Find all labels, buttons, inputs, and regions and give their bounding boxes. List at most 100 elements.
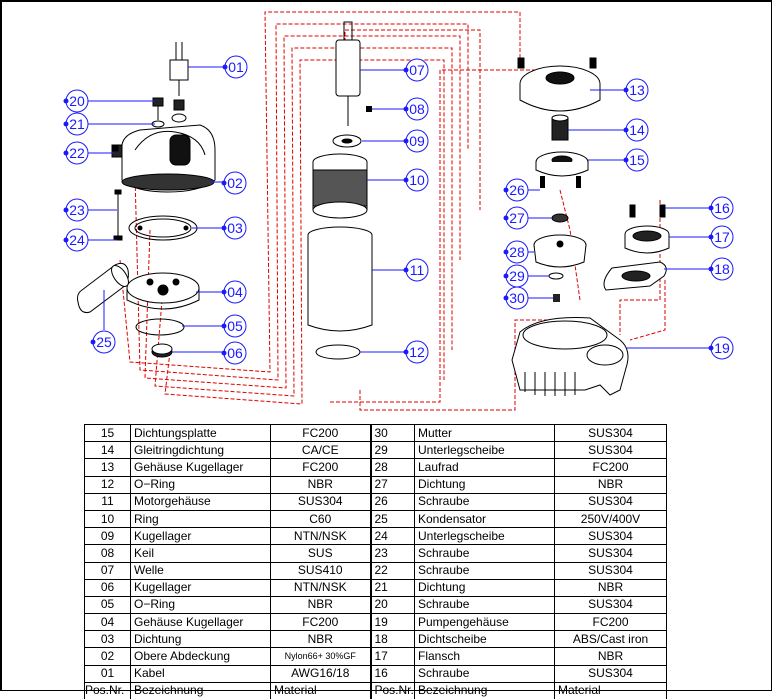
table-cell: 02: [85, 648, 131, 665]
table-cell: 09: [85, 528, 131, 545]
table-cell: 03: [85, 631, 131, 648]
table-cell: 06: [85, 579, 131, 596]
table-cell: 13: [85, 459, 131, 476]
table-cell: C60: [271, 510, 371, 527]
callout-label-17: 17: [714, 229, 730, 245]
callout-label-06: 06: [227, 345, 243, 361]
table-cell: SUS: [271, 545, 371, 562]
part-screws-26: [540, 176, 581, 188]
callout-label-10: 10: [409, 172, 425, 188]
table-header-cell: Bezeichnung: [131, 682, 271, 699]
callout-dot-02: [222, 181, 227, 186]
table-cell: 10: [85, 510, 131, 527]
part-gasket-03: [129, 216, 197, 240]
part-gasket-27: [552, 214, 568, 222]
table-cell: NBR: [555, 648, 667, 665]
callout-dot-06: [222, 351, 227, 356]
table-cell: Dichtung: [415, 579, 555, 596]
callout-label-03: 03: [227, 220, 243, 236]
callout-dot-15: [624, 158, 629, 163]
part-stator-ring: [313, 154, 367, 218]
callout-label-15: 15: [629, 152, 645, 168]
table-cell: Schraube: [415, 545, 555, 562]
callout-label-05: 05: [227, 318, 243, 334]
table-cell: O−Ring: [131, 476, 271, 493]
table-cell: FC200: [271, 614, 371, 631]
part-oring-12: [316, 345, 360, 359]
table-cell: SUS304: [555, 562, 667, 579]
callout-label-20: 20: [69, 93, 85, 109]
callout-label-12: 12: [409, 344, 425, 360]
callout-label-19: 19: [714, 340, 730, 356]
table-cell: 27: [371, 476, 415, 493]
table-cell: 11: [85, 493, 131, 510]
callout-dot-19: [709, 346, 714, 351]
table-cell: Schraube: [415, 665, 555, 682]
callout-label-26: 26: [509, 182, 525, 198]
table-cell: Dichtung: [415, 476, 555, 493]
callout-dot-30: [504, 296, 509, 301]
callout-label-07: 07: [409, 62, 425, 78]
table-cell: Mutter: [415, 425, 555, 442]
table-cell: Unterlegscheibe: [415, 442, 555, 459]
table-cell: 28: [371, 459, 415, 476]
part-flange: [625, 205, 669, 253]
callout-label-27: 27: [509, 210, 525, 226]
table-cell: 250V/400V: [555, 510, 667, 527]
callout-label-21: 21: [69, 116, 85, 132]
table-cell: SUS304: [271, 493, 371, 510]
table-cell: SUS304: [555, 528, 667, 545]
callout-dot-13: [624, 88, 629, 93]
part-cable: [170, 42, 188, 96]
callout-dot-07: [404, 68, 409, 73]
callout-dot-11: [404, 268, 409, 273]
callout-dot-08: [404, 107, 409, 112]
table-cell: 24: [371, 528, 415, 545]
table-cell: Welle: [131, 562, 271, 579]
table-cell: 26: [371, 493, 415, 510]
table-cell: 01: [85, 665, 131, 682]
callout-dot-10: [404, 178, 409, 183]
part-pump-housing: [512, 318, 628, 396]
table-cell: NTN/NSK: [271, 528, 371, 545]
table-cell: Obere Abdeckung: [131, 648, 271, 665]
table-cell: SUS304: [555, 545, 667, 562]
table-cell: 04: [85, 614, 131, 631]
callout-dot-23: [64, 208, 69, 213]
table-cell: 21: [371, 579, 415, 596]
callout-label-29: 29: [509, 268, 525, 284]
table-cell: 14: [85, 442, 131, 459]
table-cell: Dichtung: [131, 631, 271, 648]
callout-label-08: 08: [409, 101, 425, 117]
table-cell: SUS304: [555, 596, 667, 613]
callout-dot-20: [64, 99, 69, 104]
table-cell: 15: [85, 425, 131, 442]
callout-label-04: 04: [227, 284, 243, 300]
table-cell: ABS/Cast iron: [555, 631, 667, 648]
table-cell: Flansch: [415, 648, 555, 665]
table-cell: SUS304: [555, 665, 667, 682]
part-motor-housing: [308, 227, 372, 331]
table-cell: Laufrad: [415, 459, 555, 476]
table-cell: 05: [85, 596, 131, 613]
callout-dot-09: [404, 139, 409, 144]
callout-dot-27: [504, 216, 509, 221]
part-screws-left: [112, 145, 122, 240]
callout-label-25: 25: [96, 334, 112, 350]
part-bearing-09: [333, 135, 361, 147]
table-cell: 23: [371, 545, 415, 562]
callout-label-28: 28: [509, 244, 525, 260]
callout-label-22: 22: [69, 145, 85, 161]
